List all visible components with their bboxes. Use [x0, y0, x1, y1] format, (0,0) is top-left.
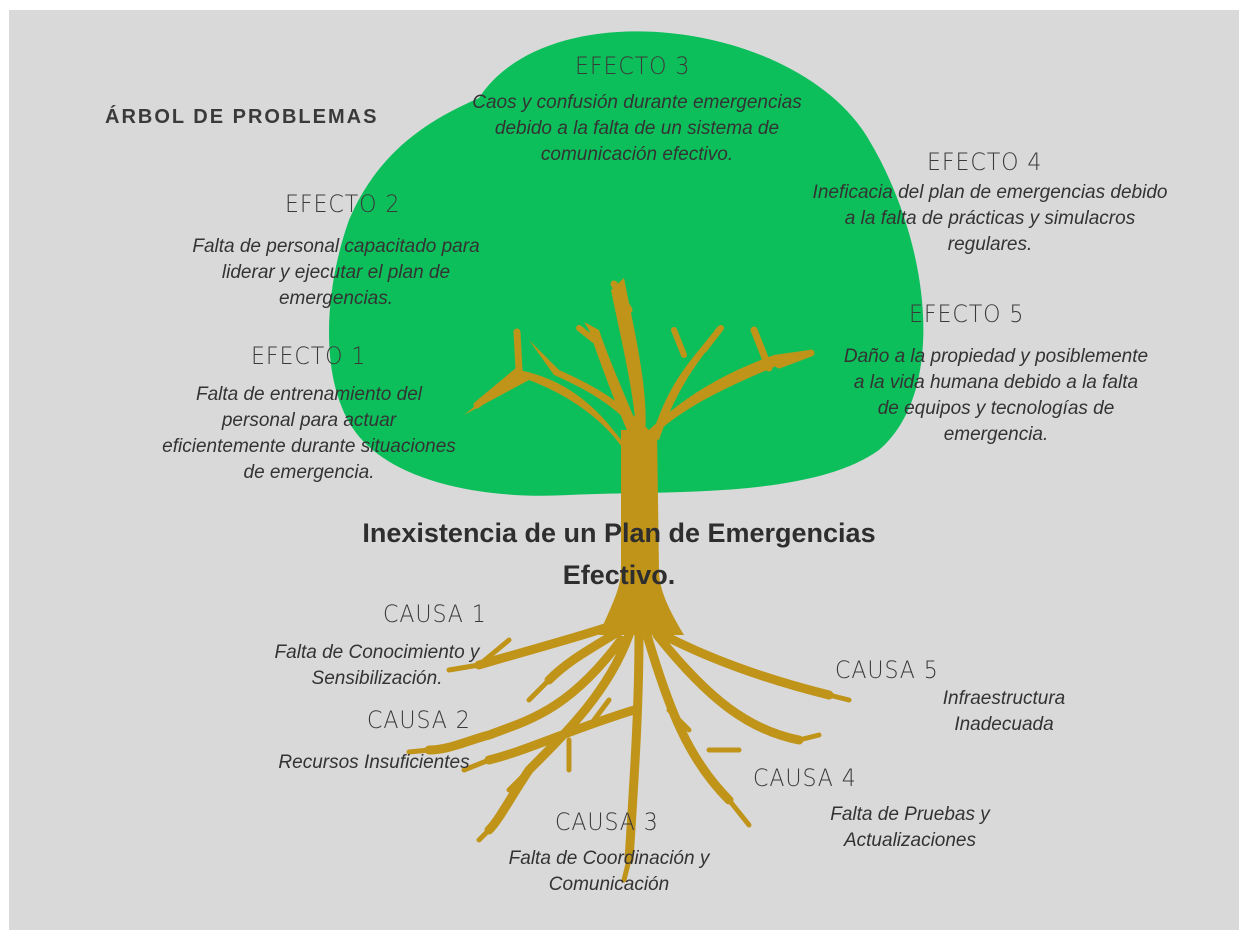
effect-1-label: EFECTO 1 — [251, 342, 367, 370]
effect-2-text: Falta de personal capacitado para lidera… — [192, 236, 480, 309]
cause-1-text: Falta de Conocimiento y Sensibilización. — [274, 642, 480, 689]
diagram-title: ÁRBOL DE PROBLEMAS — [105, 106, 379, 128]
central-problem: Inexistencia de un Plan de Emergencias E… — [362, 518, 876, 590]
cause-5-label: CAUSA 5 — [835, 656, 939, 684]
effect-5-label: EFECTO 5 — [909, 300, 1025, 328]
tree-illustration — [329, 31, 924, 883]
cause-3-text: Falta de Coordinación y Comunicación — [508, 848, 710, 895]
tree-crown — [329, 31, 924, 496]
effect-2-label: EFECTO 2 — [285, 190, 401, 218]
cause-5-text: Infraestructura Inadecuada — [942, 688, 1066, 735]
tree-trunk — [599, 430, 684, 635]
cause-1-label: CAUSA 1 — [383, 600, 487, 628]
cause-3-label: CAUSA 3 — [555, 808, 659, 836]
effect-1-text: Falta de entrenamiento del personal para… — [162, 384, 456, 483]
cause-4-text: Falta de Pruebas y Actualizaciones — [830, 804, 990, 851]
tree-wood — [406, 278, 852, 883]
cause-4-label: CAUSA 4 — [753, 764, 857, 792]
effect-4-label: EFECTO 4 — [927, 148, 1043, 176]
effect-4-text: Ineficacia del plan de emergencias debid… — [812, 182, 1168, 255]
effect-5-text: Daño a la propiedad y posiblemente a la … — [843, 346, 1149, 445]
problem-tree-diagram: ÁRBOL DE PROBLEMAS EFECTO 3 Caos y confu… — [9, 10, 1239, 930]
effect-3-label: EFECTO 3 — [575, 52, 691, 80]
cause-2-label: CAUSA 2 — [367, 706, 471, 734]
effect-3-text: Caos y confusión durante emergencias deb… — [472, 92, 802, 165]
tree-roots — [424, 620, 834, 865]
cause-2-text: Recursos Insuficientes — [278, 752, 470, 773]
